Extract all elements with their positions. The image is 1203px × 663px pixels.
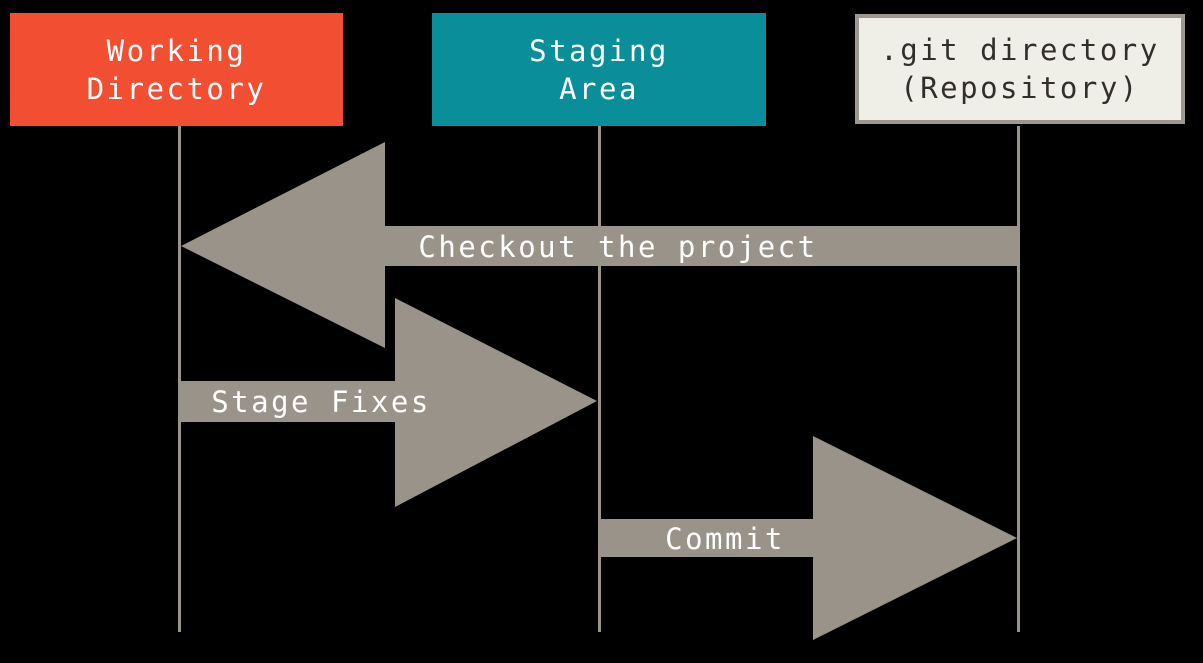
git-directory-lifeline — [1017, 126, 1020, 632]
commit-arrow-label: Commit — [665, 522, 785, 556]
stage-fixes-arrow-label: Stage Fixes — [211, 385, 431, 419]
commit-arrow — [599, 436, 1017, 640]
git-directory-box: .git directory (Repository) — [855, 14, 1185, 124]
staging-area-box: Staging Area — [432, 13, 766, 126]
stage-fixes-arrow — [179, 298, 597, 507]
checkout-arrow-label: Checkout the project — [418, 230, 818, 264]
checkout-arrow — [181, 142, 1018, 348]
staging-area-lifeline — [598, 126, 601, 632]
working-directory-lifeline — [178, 126, 181, 632]
working-directory-box: Working Directory — [10, 13, 343, 126]
